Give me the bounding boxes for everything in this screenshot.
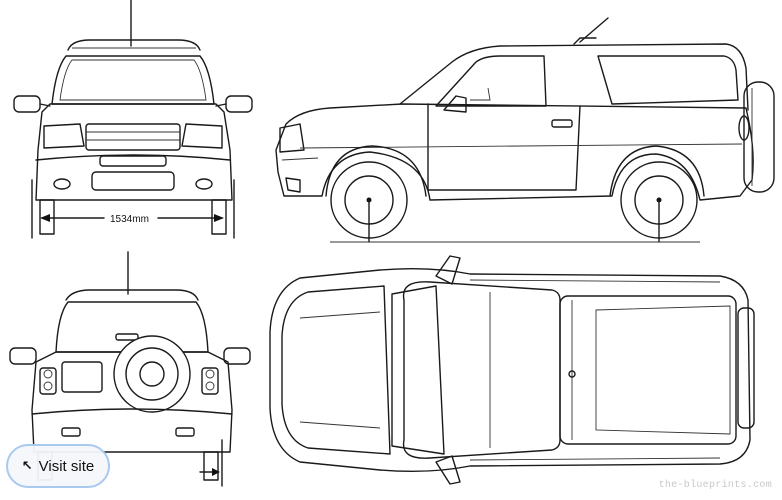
side-view bbox=[275, 17, 775, 243]
watermark-text: the-blueprints.com bbox=[658, 480, 772, 491]
visit-site-label: Visit site bbox=[38, 457, 95, 475]
visit-site-button[interactable]: ↖ Visit site bbox=[6, 444, 110, 488]
top-view bbox=[269, 255, 755, 485]
rear-view bbox=[9, 251, 251, 487]
track-dimension-label: 1534mm bbox=[110, 214, 149, 225]
arrow-up-left-icon: ↖ bbox=[21, 458, 33, 473]
front-view: 1534mm bbox=[13, 0, 253, 239]
